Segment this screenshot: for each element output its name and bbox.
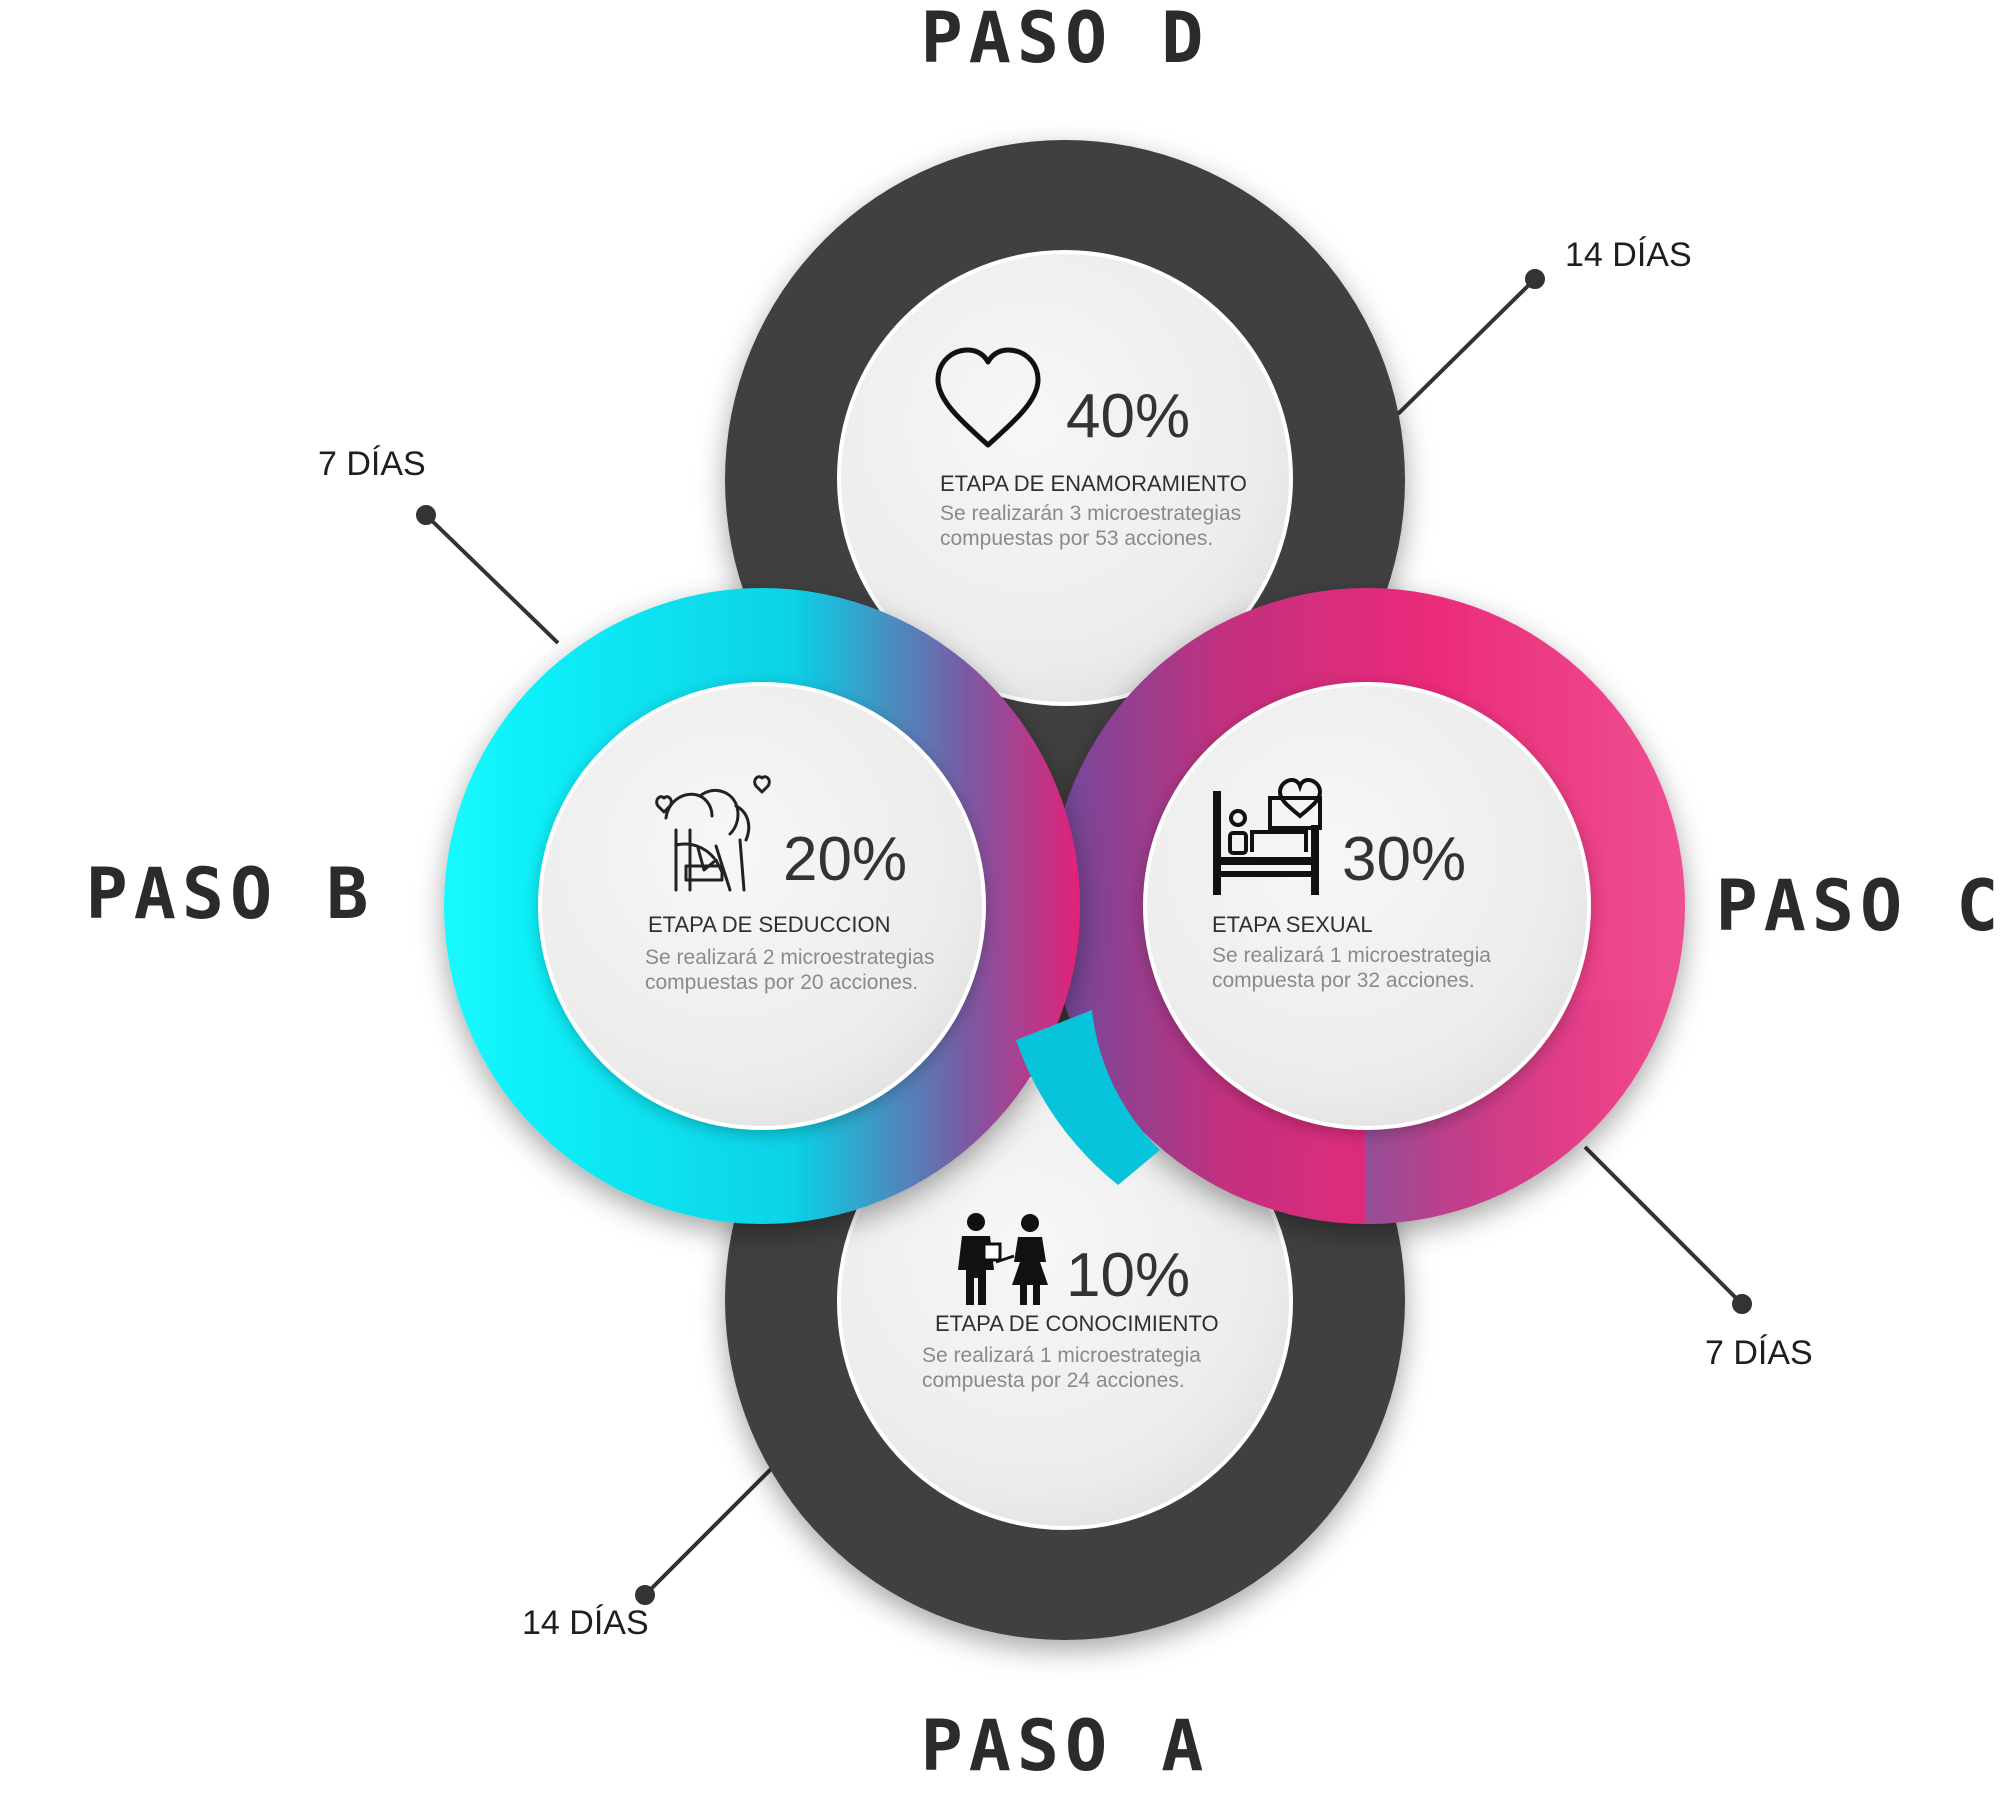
paso-a-label: PASO A — [921, 1705, 1210, 1787]
desc-c-line2: compuesta por 32 acciones. — [1212, 969, 1475, 992]
percent-b: 20% — [783, 825, 907, 894]
connector-line-d — [1396, 277, 1537, 416]
title-d: ETAPA DE ENAMORAMIENTO — [940, 471, 1247, 496]
connector-line-a — [643, 1463, 777, 1597]
desc-d-line1: Se realizarán 3 microestrategias — [940, 502, 1241, 525]
title-a: ETAPA DE CONOCIMIENTO — [935, 1311, 1219, 1336]
paso-d-label: PASO D — [921, 0, 1210, 79]
duration-a: 14 DÍAS — [522, 1604, 649, 1642]
paso-b-label: PASO B — [86, 853, 375, 935]
desc-a-line2: compuesta por 24 acciones. — [922, 1369, 1185, 1392]
connector-dot-b — [416, 505, 436, 525]
percent-a: 10% — [1066, 1241, 1190, 1310]
inner-circle-d — [837, 250, 1293, 706]
connector-dot-c — [1732, 1294, 1752, 1314]
desc-d-line2: compuestas por 53 acciones. — [940, 527, 1213, 550]
title-c: ETAPA SEXUAL — [1212, 912, 1373, 937]
heart-icon — [935, 347, 1041, 448]
desc-b-line2: compuestas por 20 acciones. — [645, 971, 918, 994]
people-talking-icon — [958, 1213, 1048, 1305]
percent-d: 40% — [1066, 382, 1190, 451]
connector-dot-a — [635, 1585, 655, 1605]
desc-b-line1: Se realizará 2 microestrategias — [645, 946, 934, 969]
inner-circle-b — [538, 682, 986, 1130]
connector-line-b — [424, 513, 560, 645]
couple-kiss-icon — [655, 775, 771, 892]
cyan-weave-overlay — [1016, 1010, 1160, 1185]
duration-c: 7 DÍAS — [1705, 1334, 1813, 1372]
inner-circle-c — [1143, 682, 1591, 1130]
connector-line-c — [1583, 1145, 1744, 1306]
connector-dot-d — [1525, 269, 1545, 289]
duration-b: 7 DÍAS — [318, 445, 426, 483]
title-b: ETAPA DE SEDUCCION — [648, 912, 890, 937]
desc-a-line1: Se realizará 1 microestrategia — [922, 1344, 1201, 1367]
bed-heart-icon — [1213, 777, 1323, 895]
paso-c-label: PASO C — [1716, 865, 2000, 947]
duration-d: 14 DÍAS — [1565, 236, 1692, 274]
percent-c: 30% — [1342, 825, 1466, 894]
desc-c-line1: Se realizará 1 microestrategia — [1212, 944, 1491, 967]
